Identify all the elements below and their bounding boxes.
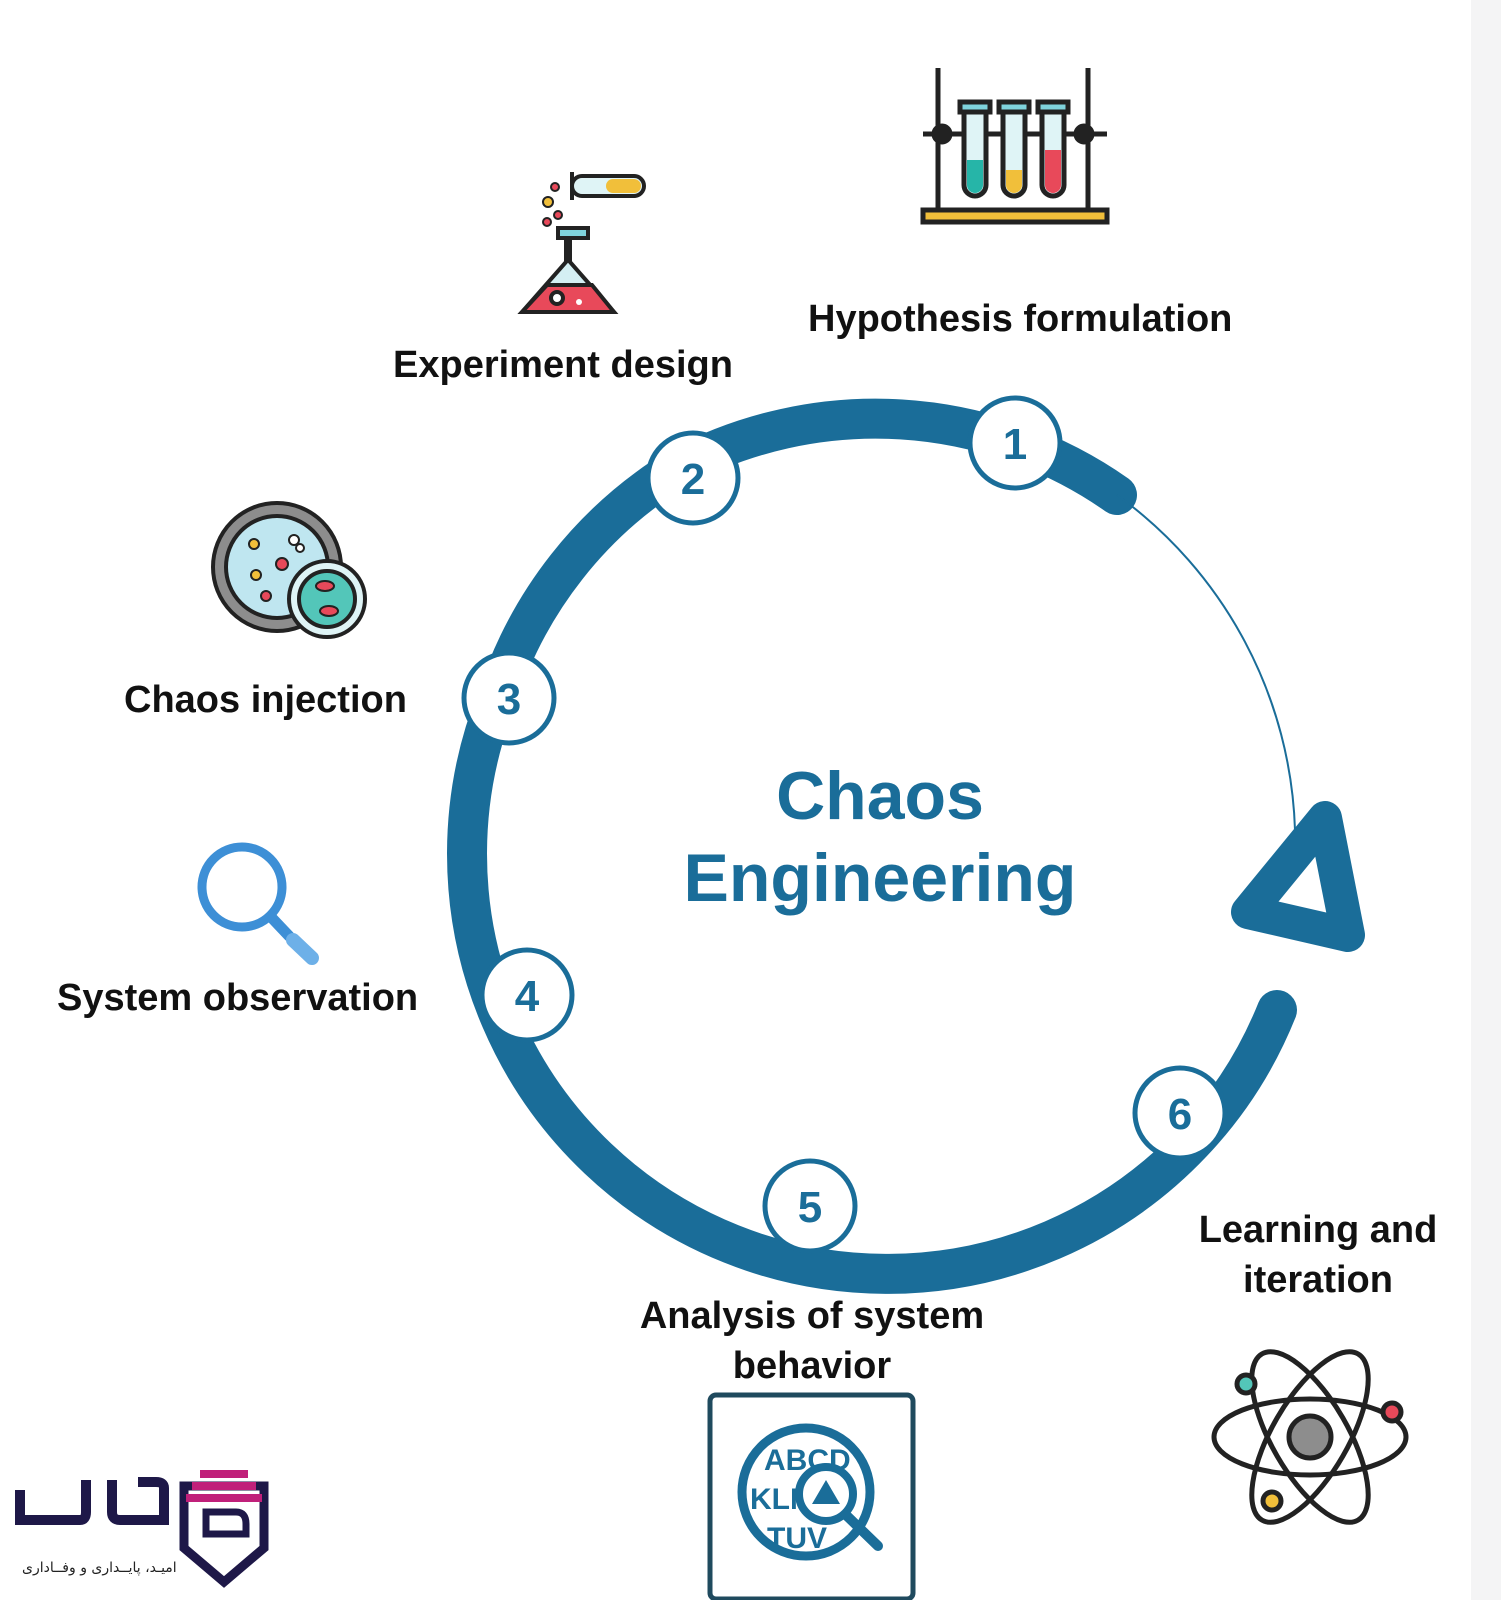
magnifier-icon	[197, 842, 319, 965]
step-3-label: Chaos injection	[124, 679, 407, 721]
step-number-4: 4	[515, 972, 540, 1021]
svg-text:TUV: TUV	[767, 1522, 827, 1555]
step-5-label: Analysis of system behavior	[602, 1291, 1022, 1391]
step-number-1: 1	[1003, 420, 1027, 469]
step-number-5: 5	[798, 1183, 822, 1232]
step-marker-4: 4	[479, 947, 575, 1043]
step-5-label-line-1: Analysis of system	[639, 1295, 985, 1337]
step-marker-3: 3	[461, 650, 557, 746]
test-tubes-rack-icon	[920, 68, 1110, 225]
step-6-label: Learning and iteration	[1168, 1205, 1468, 1305]
brand-logo: امیـد، پایــداری و وفــاداری	[15, 1470, 269, 1588]
step-marker-6: 6	[1132, 1065, 1228, 1161]
step-5-label-line-2: behavior	[732, 1345, 892, 1387]
logo-caption: امیـد، پایــداری و وفــاداری	[22, 1560, 177, 1576]
step-number-3: 3	[497, 675, 521, 724]
atom-icon	[1211, 1349, 1409, 1525]
step-marker-2: 2	[645, 430, 741, 526]
step-1-label: Hypothesis formulation	[808, 298, 1233, 340]
page-edge	[1471, 0, 1501, 1600]
step-marker-5: 5	[762, 1158, 858, 1254]
cycle-arrow-head	[1231, 801, 1365, 952]
step-2-label: Experiment design	[393, 344, 733, 386]
step-number-2: 2	[681, 455, 705, 504]
letter-analysis-icon: ABCD KLM TUV	[707, 1392, 916, 1600]
diagram-title: Chaos Engineering	[640, 755, 1120, 919]
step-6-label-line-1: Learning and	[1198, 1209, 1438, 1251]
step-marker-1: 1	[967, 395, 1063, 491]
petri-dish-bacteria-icon	[211, 501, 367, 639]
step-number-6: 6	[1168, 1090, 1192, 1139]
title-line-1: Chaos	[776, 758, 984, 834]
step-6-label-line-2: iteration	[1243, 1259, 1393, 1301]
flask-icon	[517, 172, 646, 314]
step-4-label: System observation	[57, 977, 419, 1019]
title-line-2: Engineering	[683, 840, 1077, 916]
